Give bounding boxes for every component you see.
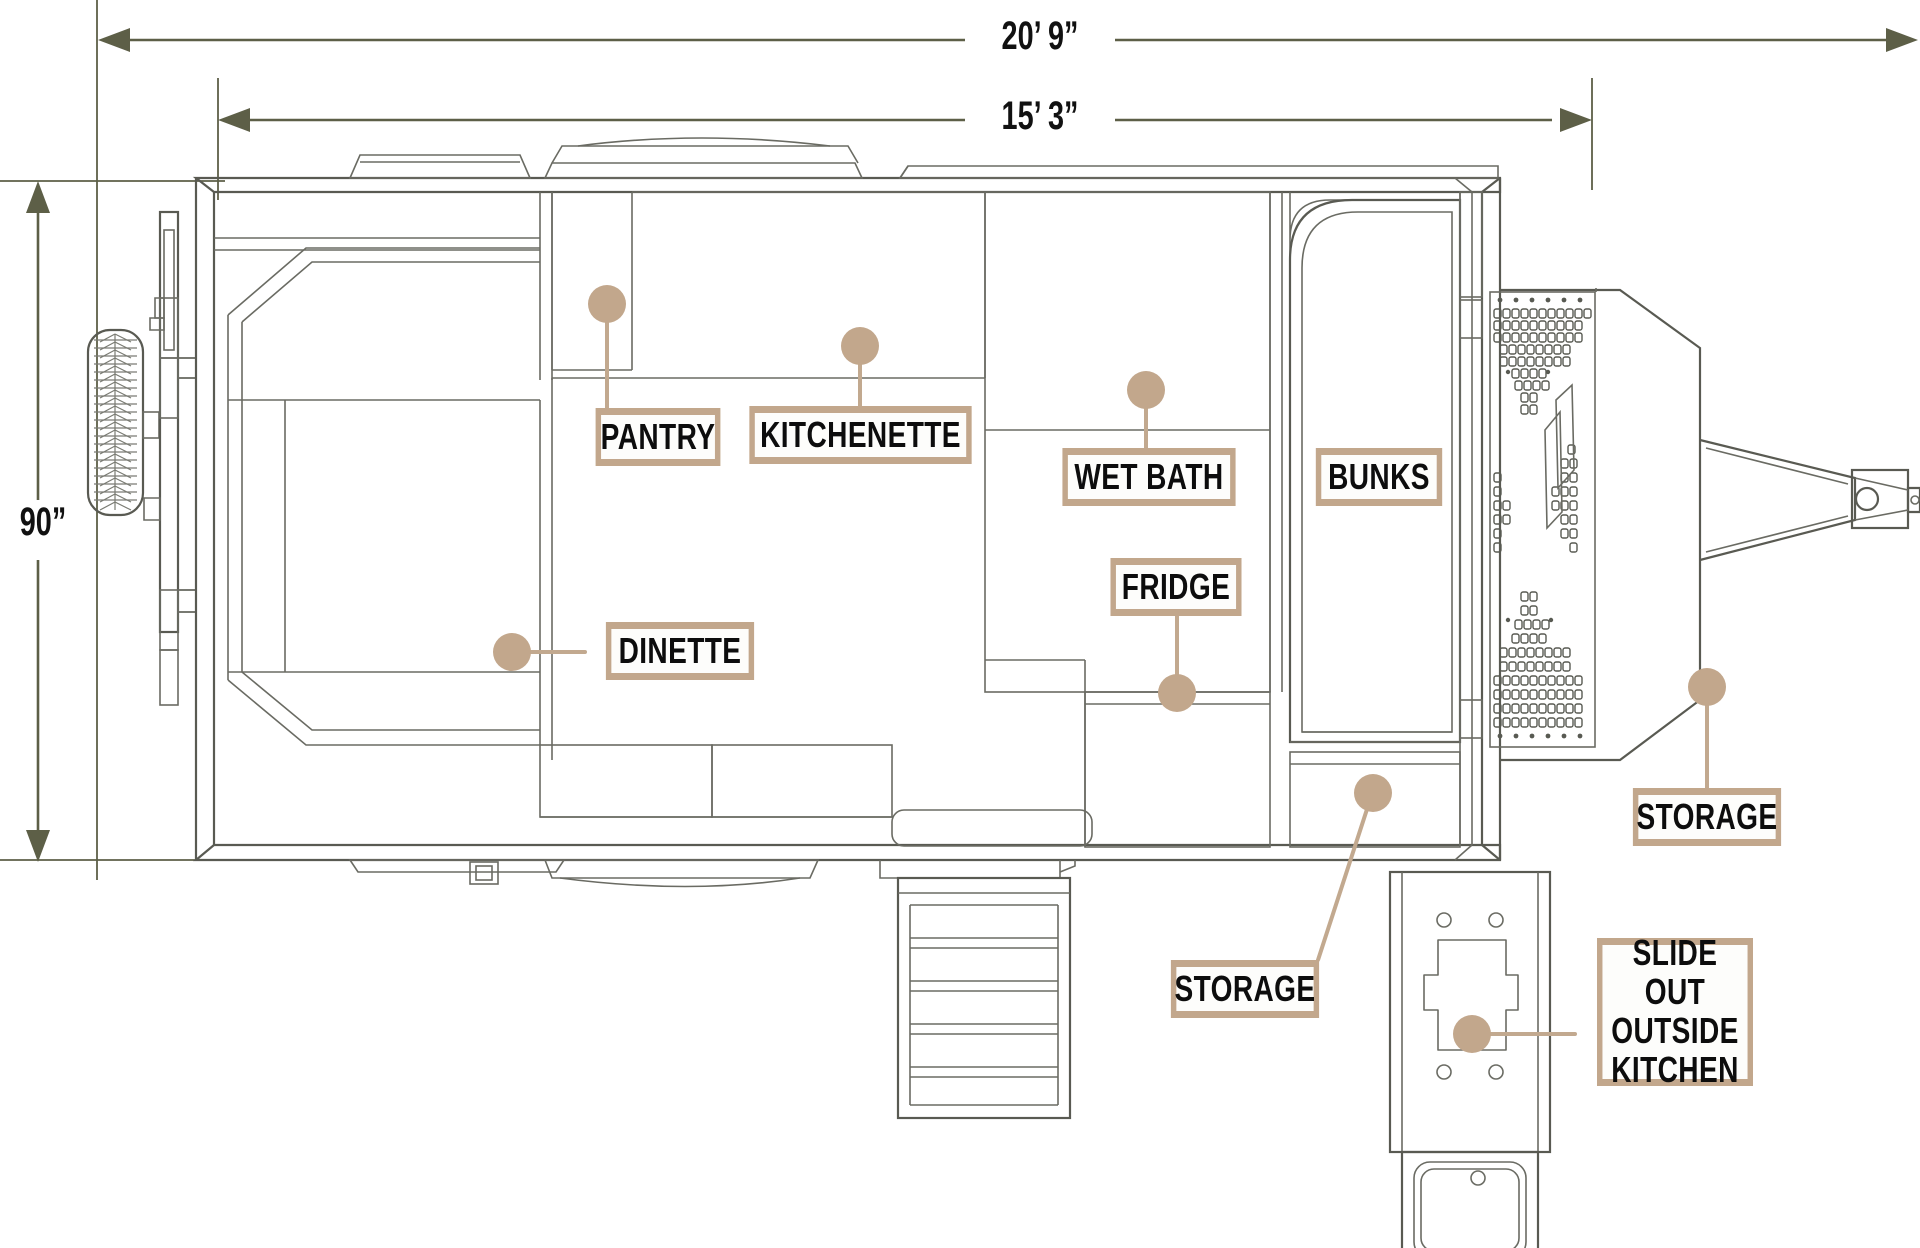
callout-text-storage-front: STORAGE bbox=[1636, 795, 1778, 837]
callout-dot-wetbath bbox=[1127, 371, 1165, 409]
interior-partitions bbox=[214, 191, 1483, 848]
dimension-label-overall-width: 90” bbox=[19, 500, 67, 544]
callout-label-kitchenette[interactable]: KITCHENETTE bbox=[749, 406, 972, 464]
callout-label-slide-out-kitchen[interactable]: SLIDE OUT OUTSIDE KITCHEN bbox=[1597, 933, 1753, 1089]
entry-steps bbox=[896, 876, 1072, 1120]
callout-dot-pantry bbox=[588, 285, 626, 323]
dimension-label-box-length: 15’ 3” bbox=[1001, 94, 1079, 138]
callout-label-dinette[interactable]: DINETTE bbox=[605, 622, 755, 680]
callout-text-pantry: PANTRY bbox=[600, 415, 716, 457]
callout-text-dinette: DINETTE bbox=[618, 629, 742, 671]
callout-text-wet-bath: WET BATH bbox=[1074, 455, 1224, 497]
slide-out-kitchen-unit bbox=[1388, 870, 1552, 1248]
callout-label-fridge[interactable]: FRIDGE bbox=[1110, 558, 1242, 616]
textured-panel bbox=[1489, 291, 1596, 748]
callout-dot-dinette bbox=[493, 633, 531, 671]
callout-dot-fridge bbox=[1158, 674, 1196, 712]
callout-label-storage-front[interactable]: STORAGE bbox=[1632, 788, 1782, 846]
dimension-box-length bbox=[218, 108, 1592, 132]
trailer-nose-and-tongue bbox=[1500, 288, 1920, 762]
dimension-overall-width bbox=[26, 181, 50, 862]
callout-text-slide-out-kitchen: SLIDE OUT OUTSIDE KITCHEN bbox=[1611, 932, 1739, 1090]
callout-label-wet-bath[interactable]: WET BATH bbox=[1062, 448, 1236, 506]
callout-leaders bbox=[493, 285, 1726, 1053]
callout-text-storage-rear: STORAGE bbox=[1174, 967, 1316, 1009]
dimension-overall-length bbox=[98, 28, 1918, 52]
roof-vents bbox=[348, 137, 1499, 179]
callout-dot-storage-front bbox=[1688, 668, 1726, 706]
tire bbox=[86, 328, 160, 517]
callout-label-pantry[interactable]: PANTRY bbox=[595, 408, 721, 466]
callout-dot-slideout bbox=[1453, 1015, 1491, 1053]
callout-text-fridge: FRIDGE bbox=[1121, 565, 1231, 607]
rear-wall-assembly bbox=[143, 210, 197, 706]
dimension-label-overall-length: 20’ 9” bbox=[1001, 14, 1079, 58]
trailer-body-outline bbox=[192, 176, 1502, 862]
callout-dot-kitchenette bbox=[841, 327, 879, 365]
callout-dot-storage-rear bbox=[1354, 774, 1392, 812]
underside-details bbox=[348, 859, 1076, 888]
callout-label-bunks[interactable]: BUNKS bbox=[1315, 448, 1443, 506]
callout-text-bunks: BUNKS bbox=[1328, 455, 1430, 497]
callout-text-kitchenette: KITCHENETTE bbox=[760, 413, 961, 455]
callout-label-storage-rear[interactable]: STORAGE bbox=[1170, 960, 1320, 1018]
